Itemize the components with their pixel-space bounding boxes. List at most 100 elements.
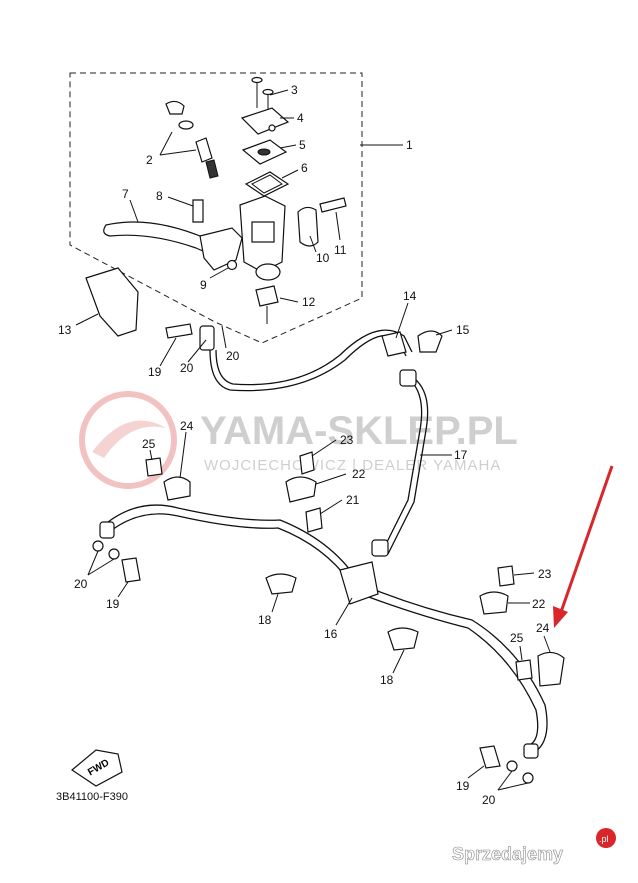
callout-19-top: 19 bbox=[148, 365, 162, 379]
union-bolt-right bbox=[479, 745, 501, 769]
bolt-23-right bbox=[497, 565, 515, 587]
callout-20-left: 20 bbox=[74, 577, 88, 591]
callout-4: 4 bbox=[297, 111, 304, 125]
clamp-18-left bbox=[265, 573, 297, 595]
callout-20-right: 20 bbox=[482, 793, 496, 807]
callout-13: 13 bbox=[58, 323, 72, 337]
leader-12 bbox=[279, 297, 299, 303]
union-bolt-left bbox=[121, 557, 141, 583]
leader-13 bbox=[75, 313, 99, 326]
bolt-25-right bbox=[515, 659, 533, 681]
callout-3: 3 bbox=[291, 83, 298, 97]
washer-left-2 bbox=[108, 548, 120, 560]
boot bbox=[165, 100, 185, 115]
hose-holder-24-right bbox=[537, 651, 565, 687]
leader-20a bbox=[187, 339, 207, 363]
assembly-boundary bbox=[69, 72, 363, 344]
upper-brake-hose-b bbox=[215, 329, 413, 386]
callout-10: 10 bbox=[316, 251, 330, 265]
banjo-boss bbox=[255, 263, 281, 281]
watermark-subtitle: WOJCIECHOWICZ | DEALER YAMAHA bbox=[204, 457, 501, 474]
diaphragm-rib bbox=[251, 174, 283, 194]
screw-head bbox=[251, 76, 263, 84]
callout-25-right: 25 bbox=[510, 631, 524, 645]
fwd-indicator: FWD bbox=[70, 749, 123, 787]
clamp-18-right bbox=[387, 627, 419, 651]
leader-lines bbox=[75, 89, 551, 791]
brake-lever bbox=[103, 221, 227, 255]
diaphragm bbox=[244, 171, 290, 197]
site-badge[interactable]: Sprzedajemy .pl bbox=[452, 828, 616, 864]
left-brake-hose-b bbox=[111, 513, 351, 583]
callout-19-right: 19 bbox=[456, 779, 470, 793]
highlight-arrow bbox=[553, 465, 614, 628]
watermark-logo-swoosh bbox=[92, 420, 166, 458]
callout-22-right: 22 bbox=[532, 597, 546, 611]
leader-11 bbox=[335, 211, 341, 241]
callout-20-top-right: 20 bbox=[226, 349, 240, 363]
leader-18a bbox=[271, 593, 279, 613]
lever-cover bbox=[85, 267, 139, 337]
callout-17: 17 bbox=[454, 448, 468, 462]
left-brake-hose-a bbox=[107, 504, 357, 579]
callout-25-left: 25 bbox=[142, 437, 156, 451]
callout-23-left: 23 bbox=[340, 433, 354, 447]
right-brake-hose-a bbox=[369, 587, 548, 753]
callout-18-left: 18 bbox=[258, 613, 272, 627]
upper-brake-hose-a bbox=[209, 334, 407, 392]
callout-23-right: 23 bbox=[538, 567, 552, 581]
pipe-clip bbox=[417, 330, 443, 353]
master-cylinder-holder bbox=[297, 206, 319, 247]
site-badge-text[interactable]: Sprzedajemy bbox=[452, 844, 564, 865]
holder-bolt bbox=[319, 197, 347, 213]
banjo-right bbox=[523, 743, 539, 759]
watermark: YAMA-SKLEP.PL WOJCIECHOWICZ | DEALER YAM… bbox=[79, 391, 518, 489]
leader-20d-1 bbox=[497, 770, 513, 791]
diagram-code: 3B41100-F390 bbox=[56, 791, 128, 803]
leader-20c-2 bbox=[87, 558, 115, 576]
pipe-nut-lower bbox=[371, 539, 389, 557]
bolt-23 bbox=[299, 451, 315, 475]
washer-right-2 bbox=[522, 772, 534, 784]
arrow-shaft bbox=[559, 465, 614, 613]
leader-18b bbox=[392, 649, 405, 674]
leader-25b bbox=[519, 645, 523, 661]
callout-15: 15 bbox=[456, 323, 470, 337]
lever-nut bbox=[226, 259, 238, 271]
callout-11: 11 bbox=[334, 243, 347, 257]
callout-12: 12 bbox=[302, 295, 316, 309]
lever-mount bbox=[199, 227, 243, 271]
brake-joint-16 bbox=[339, 561, 379, 605]
piston-spring bbox=[205, 159, 219, 179]
bolt-21 bbox=[305, 507, 323, 533]
callout-1: 1 bbox=[406, 138, 413, 152]
callout-14: 14 bbox=[403, 289, 417, 303]
brake-switch bbox=[255, 285, 279, 307]
leader-19b bbox=[117, 581, 129, 598]
leader-2b bbox=[159, 149, 197, 156]
callout-9: 9 bbox=[200, 278, 207, 292]
master-cylinder-assembly bbox=[103, 76, 347, 324]
union-bolt bbox=[165, 323, 193, 339]
lever-bolt bbox=[192, 199, 204, 223]
leader-21 bbox=[319, 499, 343, 515]
brake-pipe-17-b bbox=[387, 379, 429, 555]
callout-8: 8 bbox=[156, 189, 163, 203]
hose-hardware bbox=[92, 323, 565, 784]
leader-20c-1 bbox=[87, 550, 99, 576]
hose-joint bbox=[381, 331, 407, 357]
leader-15 bbox=[435, 329, 453, 336]
leader-7 bbox=[129, 199, 139, 223]
arrow-head bbox=[553, 606, 568, 628]
leader-24b bbox=[543, 635, 551, 653]
screw-head bbox=[262, 88, 274, 96]
callouts: 1 2 3 4 5 6 7 8 9 10 11 12 13 14 15 16 1… bbox=[58, 83, 552, 807]
leader-5 bbox=[279, 144, 297, 149]
callout-20-top-left: 20 bbox=[180, 361, 194, 375]
site-badge-suffix: .pl bbox=[599, 834, 609, 844]
callout-7: 7 bbox=[122, 187, 129, 201]
banjo-fitting bbox=[199, 325, 215, 351]
callout-2: 2 bbox=[146, 153, 153, 167]
fwd-arrow-shape bbox=[70, 749, 123, 787]
leader-3 bbox=[269, 89, 289, 96]
